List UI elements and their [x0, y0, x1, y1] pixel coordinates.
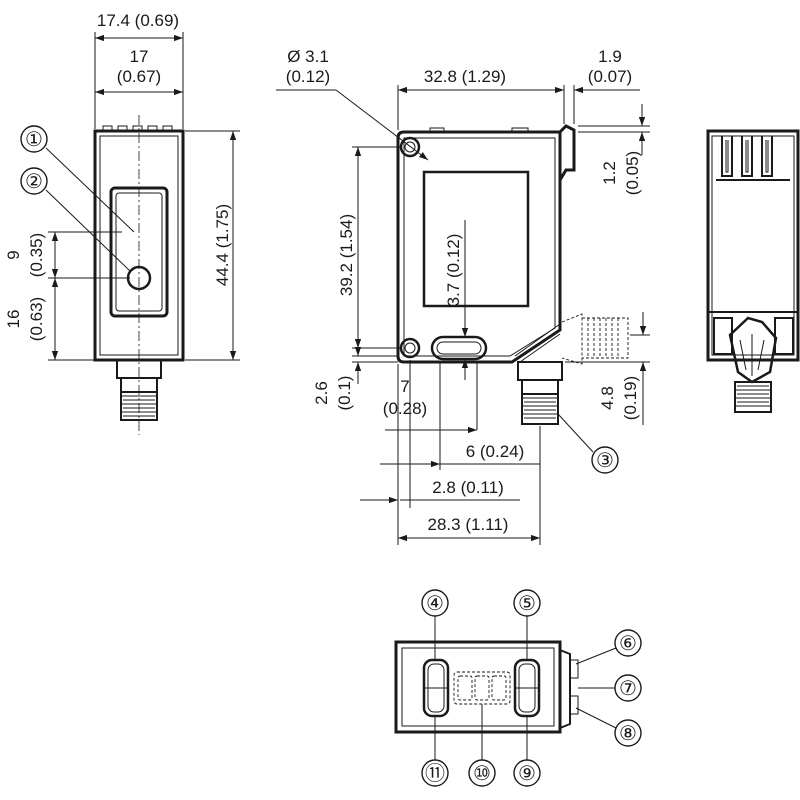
dim-28-3: 28.3 (1.11)	[428, 515, 509, 534]
callout-3-label: ③	[596, 450, 614, 472]
callout-6	[614, 629, 642, 657]
dim-7-in: (0.28)	[383, 399, 427, 418]
dim-height-overall: 44.4 (1.75)	[213, 204, 232, 286]
dim-height-39-2: 39.2 (1.54)	[337, 214, 356, 296]
dim-width-body-in: (0.67)	[117, 67, 161, 86]
dim-1-9-in: (0.07)	[588, 67, 632, 86]
callout-4-label: ④	[426, 593, 444, 615]
callout-9-label: ⑨	[518, 763, 536, 785]
callout-8-label: ⑧	[619, 723, 637, 745]
mounting-hole-top	[399, 136, 421, 158]
callout-3	[591, 446, 619, 474]
button-panel	[453, 671, 511, 705]
mounting-hole-bottom	[399, 337, 421, 359]
callout-11-label: ⑪	[425, 762, 445, 785]
dim-7-mm: 7	[400, 377, 409, 396]
dim-6: 6 (0.24)	[466, 442, 525, 461]
callout-2-label: ②	[25, 171, 43, 193]
callout-8	[614, 719, 642, 747]
dim-1-2-in: (0.05)	[623, 151, 642, 195]
dim-1-9-mm: 1.9	[598, 47, 622, 66]
callout-7-label: ⑦	[619, 678, 637, 700]
callout-7	[614, 674, 642, 702]
dim-width-body-mm: 17	[130, 47, 149, 66]
dim-2-6-in: (0.1)	[335, 376, 354, 411]
callout-5-label: ⑤	[518, 593, 536, 615]
side-view: 32.8 (1.29) 1.9 (0.07) 1.2 (0.05) Ø 3.1 …	[276, 47, 650, 545]
dim-9-mm: 9	[4, 250, 23, 259]
callout-10	[468, 759, 496, 787]
dim-2-8: 2.8 (0.11)	[432, 478, 504, 497]
callout-5	[513, 589, 541, 617]
dim-length-top: 32.8 (1.29)	[424, 67, 506, 86]
dim-16-mm: 16	[4, 310, 23, 329]
front-connector	[116, 359, 162, 421]
bottom-view: ④ ⑤ ⑥ ⑦ ⑧ ⑨ ⑩ ⑪	[394, 589, 642, 787]
dim-2-6-mm: 2.6	[312, 381, 331, 405]
mounting-slot	[430, 335, 488, 361]
dim-hole-dia-in: (0.12)	[286, 67, 330, 86]
dim-slot-3-7: 3.7 (0.12)	[444, 234, 463, 307]
rear-view	[706, 129, 800, 413]
callout-10-label: ⑩	[473, 763, 491, 785]
bottom-housing	[394, 640, 562, 734]
dim-16-in: (0.63)	[27, 297, 46, 341]
dim-1-2-mm: 1.2	[600, 161, 619, 185]
side-housing	[396, 130, 562, 364]
dim-4-8-mm: 4.8	[598, 386, 617, 410]
dim-9-in: (0.35)	[27, 233, 46, 277]
dim-hole-dia-mm: Ø 3.1	[287, 47, 329, 66]
callout-4	[421, 589, 449, 617]
callout-11	[421, 759, 449, 787]
callout-1-label: ①	[25, 129, 43, 151]
side-connector-angled	[561, 313, 629, 365]
rear-housing	[706, 129, 800, 362]
side-connector	[517, 361, 563, 425]
front-view: 17.4 (0.69) 17 (0.67) 44.4 (1.75) 9 (0.3…	[4, 11, 240, 435]
callout-9	[513, 759, 541, 787]
side-display	[422, 170, 530, 308]
dim-width-overall: 17.4 (0.69)	[97, 11, 179, 30]
callout-6-label: ⑥	[619, 633, 637, 655]
dim-4-8-in: (0.19)	[621, 376, 640, 420]
callout-2	[20, 167, 48, 195]
callout-1	[20, 125, 48, 153]
